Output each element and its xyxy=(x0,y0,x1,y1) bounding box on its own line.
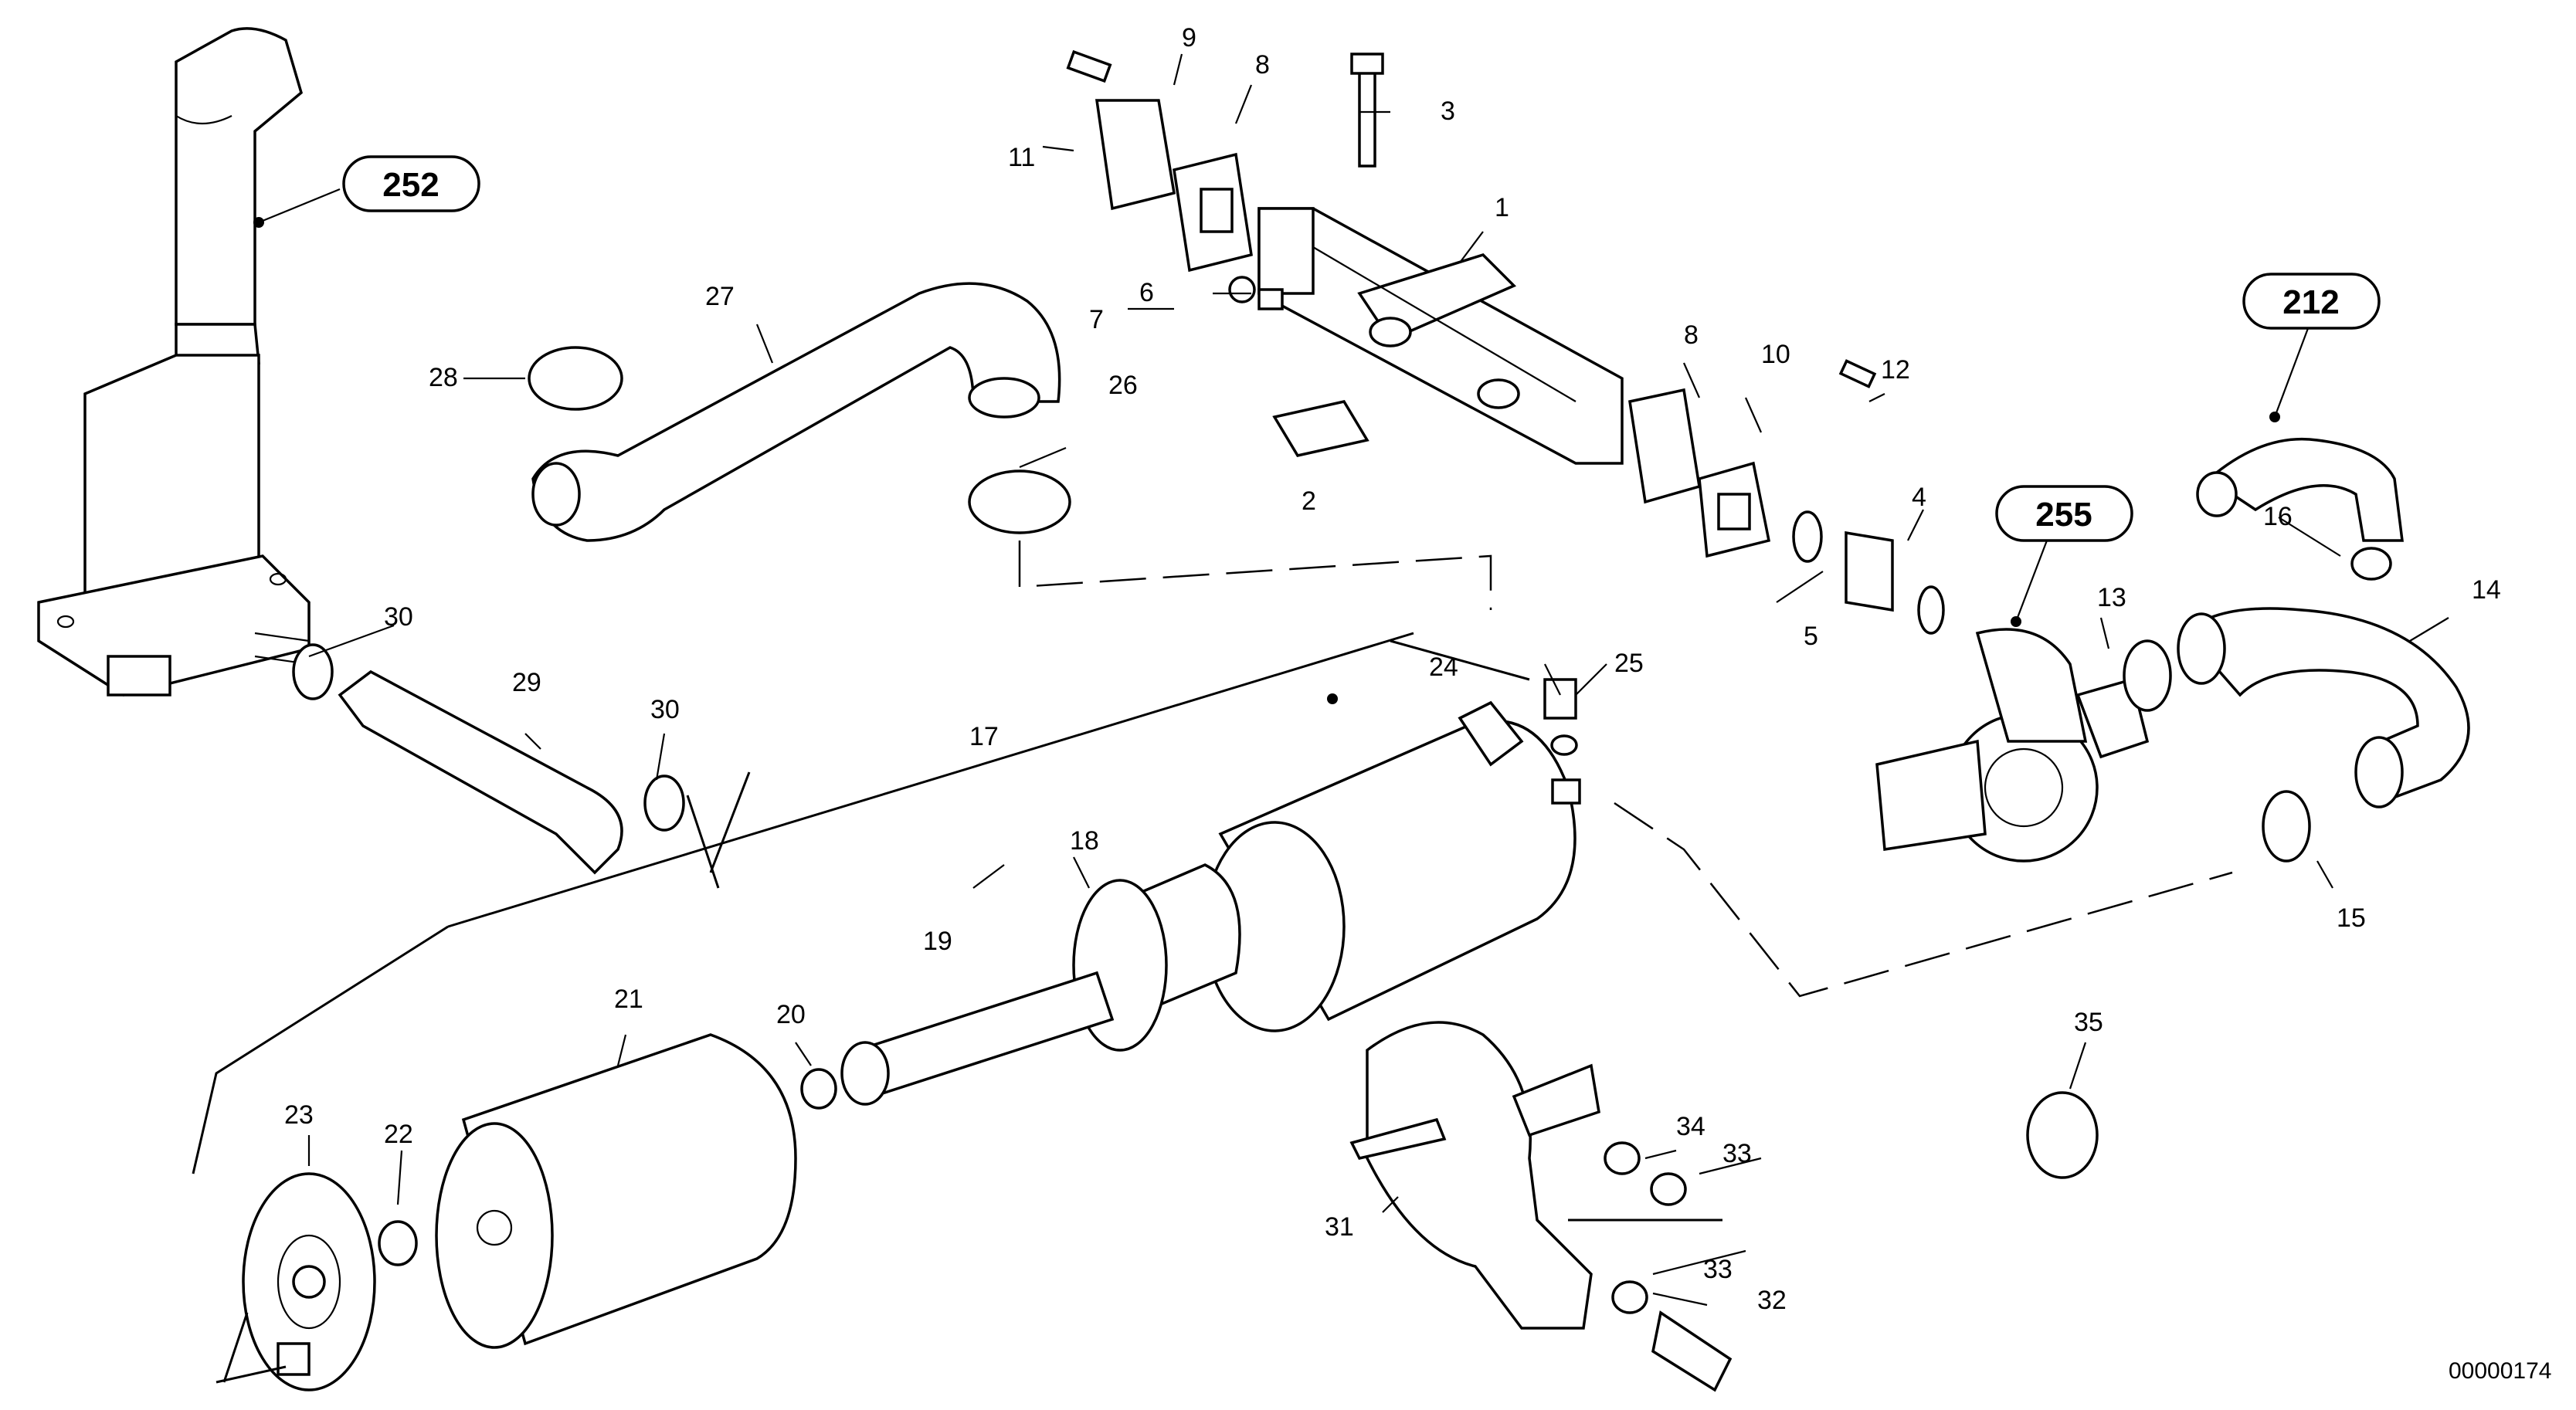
part-label-7: 7 xyxy=(1089,305,1104,334)
part-label-9: 9 xyxy=(1182,23,1196,53)
part-label-8a: 8 xyxy=(1255,50,1270,80)
svg-text:255: 255 xyxy=(2035,496,2092,534)
mounting-strap-bracket xyxy=(1349,1021,1733,1392)
part-label-12: 12 xyxy=(1881,355,1910,385)
manifold-gaskets xyxy=(1066,49,1877,558)
part-label-22: 22 xyxy=(384,1120,413,1149)
exhaust-stack-assembly xyxy=(37,27,311,697)
document-id: 00000174 xyxy=(2449,1358,2551,1384)
part-label-17: 17 xyxy=(969,722,999,751)
part-label-19: 19 xyxy=(923,927,952,956)
part-label-35: 35 xyxy=(2074,1008,2103,1037)
part-label-29: 29 xyxy=(512,668,541,697)
part-label-23: 23 xyxy=(284,1100,314,1130)
part-label-16: 16 xyxy=(2263,502,2293,531)
flex-hose xyxy=(292,643,685,875)
part-label-21: 21 xyxy=(614,985,643,1014)
part-label-2: 2 xyxy=(1302,486,1316,516)
part-label-15: 15 xyxy=(2337,903,2366,933)
part-label-20: 20 xyxy=(776,1000,806,1029)
main-filter-element xyxy=(378,1033,837,1349)
part-label-18: 18 xyxy=(1070,826,1099,856)
hose-clamps-right xyxy=(2026,547,2392,1179)
part-label-33a: 33 xyxy=(1722,1139,1752,1168)
filter-end-cover xyxy=(242,1172,376,1391)
callout-212: 212 xyxy=(2242,273,2381,330)
turbocharger xyxy=(1875,628,2150,863)
hose-clamps-left xyxy=(528,346,1071,534)
air-filter-housing xyxy=(1203,678,1581,1032)
part-label-27: 27 xyxy=(705,282,735,311)
part-label-3: 3 xyxy=(1441,97,1455,126)
part-label-4a: 4 xyxy=(1912,483,1926,512)
corrugated-intake-pipe xyxy=(531,282,1061,542)
part-label-6: 6 xyxy=(1139,278,1154,307)
part-label-32: 32 xyxy=(1757,1286,1787,1315)
part-label-28: 28 xyxy=(429,363,458,392)
part-label-1: 1 xyxy=(1495,193,1509,222)
part-label-11: 11 xyxy=(1008,143,1035,172)
part-label-26: 26 xyxy=(1108,371,1138,400)
part-label-25: 25 xyxy=(1614,649,1644,678)
part-label-34: 34 xyxy=(1676,1112,1705,1141)
intake-hose xyxy=(2177,607,2470,808)
part-label-30a: 30 xyxy=(384,602,413,632)
part-label-33b: 33 xyxy=(1703,1255,1733,1284)
part-label-14: 14 xyxy=(2472,575,2501,605)
callout-252: 252 xyxy=(342,155,480,212)
routing-lines xyxy=(192,541,2233,1384)
callout-255: 255 xyxy=(1995,485,2133,542)
svg-text:252: 252 xyxy=(382,166,439,204)
part-label-31: 31 xyxy=(1325,1212,1354,1242)
breather-hose xyxy=(2196,437,2404,542)
part-label-10: 10 xyxy=(1761,340,1790,369)
leader-lines xyxy=(253,53,2449,1307)
part-label-13: 13 xyxy=(2097,583,2126,612)
safety-filter-and-tube xyxy=(840,863,1241,1106)
part-number-labels: 1 2 3 4 4 5 6 7 8 8 9 10 11 12 13 14 15 … xyxy=(284,23,2501,1315)
part-label-8b: 8 xyxy=(1684,320,1699,350)
part-label-5: 5 xyxy=(1804,622,1818,651)
svg-text:212: 212 xyxy=(2282,283,2339,321)
part-label-24: 24 xyxy=(1429,652,1458,682)
part-label-30b: 30 xyxy=(650,695,680,724)
seal-sleeve-and-rings xyxy=(1792,510,1945,635)
